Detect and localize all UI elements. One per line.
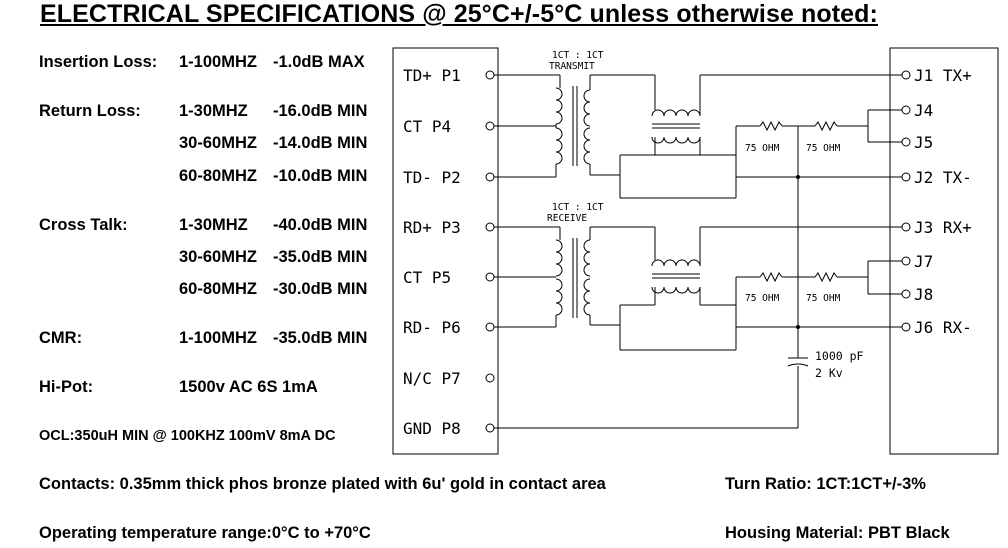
return-loss-value: -14.0dB MIN xyxy=(273,134,368,152)
right-pin-label: J6 RX- xyxy=(914,318,972,337)
cross-talk-value: -30.0dB MIN xyxy=(273,280,368,298)
return-loss-label: Return Loss: xyxy=(39,102,141,120)
resistor-label: 75 OHM xyxy=(745,143,780,154)
pin-terminal xyxy=(485,172,495,182)
resistor-label: 75 OHM xyxy=(745,293,780,304)
right-pin-label: J3 RX+ xyxy=(914,218,972,237)
receive-ratio-label: 1CT : 1CT xyxy=(552,202,604,213)
turn-ratio-spec: Turn Ratio: 1CT:1CT+/-3% xyxy=(725,475,926,493)
jack-terminal xyxy=(901,70,911,80)
pin-terminal xyxy=(485,272,495,282)
pin-terminal xyxy=(485,222,495,232)
return-loss-value: -10.0dB MIN xyxy=(273,167,368,185)
left-pin-label: TD+ P1 xyxy=(403,66,461,85)
rj45-side-box xyxy=(889,47,999,455)
right-pin-label: J2 TX- xyxy=(914,168,972,187)
cross-talk-label: Cross Talk: xyxy=(39,216,128,234)
cross-talk-freq: 60-80MHZ xyxy=(179,280,257,298)
insertion-loss-value: -1.0dB MAX xyxy=(273,53,365,71)
pin-terminal xyxy=(485,70,495,80)
jack-terminal xyxy=(901,137,911,147)
right-pin-label: J8 xyxy=(914,285,933,304)
jack-terminal xyxy=(901,289,911,299)
insertion-loss-label: Insertion Loss: xyxy=(39,53,158,71)
jack-terminal xyxy=(901,222,911,232)
pin-terminal xyxy=(485,322,495,332)
page-title: ELECTRICAL SPECIFICATIONS @ 25°C+/-5°C u… xyxy=(40,0,878,28)
hipot-value: 1500v AC 6S 1mA xyxy=(179,378,318,396)
insertion-loss-freq: 1-100MHZ xyxy=(179,53,257,71)
jack-terminal xyxy=(901,105,911,115)
left-pin-label: RD- P6 xyxy=(403,318,461,337)
pin-terminal xyxy=(485,423,495,433)
cross-talk-freq: 30-60MHZ xyxy=(179,248,257,266)
ocl-spec: OCL:350uH MIN @ 100KHZ 100mV 8mA DC xyxy=(39,428,336,444)
cmr-label: CMR: xyxy=(39,329,83,347)
left-pin-label: GND P8 xyxy=(403,419,461,438)
jack-terminal xyxy=(901,256,911,266)
capacitor-voltage-label: 2 Kv xyxy=(815,366,843,380)
return-loss-freq: 30-60MHZ xyxy=(179,134,257,152)
return-loss-freq: 1-30MHZ xyxy=(179,102,248,120)
operating-temp-spec: Operating temperature range:0°C to +70°C xyxy=(39,524,371,542)
resistor-label: 75 OHM xyxy=(806,293,841,304)
pcb-side-box xyxy=(392,47,499,455)
receive-label: RECEIVE xyxy=(547,213,587,224)
return-loss-value: -16.0dB MIN xyxy=(273,102,368,120)
left-pin-label: CT P5 xyxy=(403,268,451,287)
left-pin-label: RD+ P3 xyxy=(403,218,461,237)
cmr-freq: 1-100MHZ xyxy=(179,329,257,347)
cross-talk-value: -40.0dB MIN xyxy=(273,216,368,234)
left-pin-label: TD- P2 xyxy=(403,168,461,187)
return-loss-freq: 60-80MHZ xyxy=(179,167,257,185)
transmit-label: TRANSMIT xyxy=(549,61,595,72)
resistor-label: 75 OHM xyxy=(806,143,841,154)
left-pin-label: CT P4 xyxy=(403,117,451,136)
right-pin-label: J1 TX+ xyxy=(914,66,972,85)
left-pin-label: N/C P7 xyxy=(403,369,461,388)
contacts-spec: Contacts: 0.35mm thick phos bronze plate… xyxy=(39,475,606,493)
capacitor-value-label: 1000 pF xyxy=(815,349,864,363)
pin-terminal xyxy=(485,373,495,383)
jack-terminal xyxy=(901,322,911,332)
cross-talk-freq: 1-30MHZ xyxy=(179,216,248,234)
housing-spec: Housing Material: PBT Black xyxy=(725,524,950,542)
transmit-ratio-label: 1CT : 1CT xyxy=(552,50,604,61)
jack-terminal xyxy=(901,172,911,182)
right-pin-label: J4 xyxy=(914,101,933,120)
right-pin-label: J7 xyxy=(914,252,933,271)
cross-talk-value: -35.0dB MIN xyxy=(273,248,368,266)
right-pin-label: J5 xyxy=(914,133,933,152)
hipot-label: Hi-Pot: xyxy=(39,378,94,396)
cmr-value: -35.0dB MIN xyxy=(273,329,368,347)
pin-terminal xyxy=(485,121,495,131)
